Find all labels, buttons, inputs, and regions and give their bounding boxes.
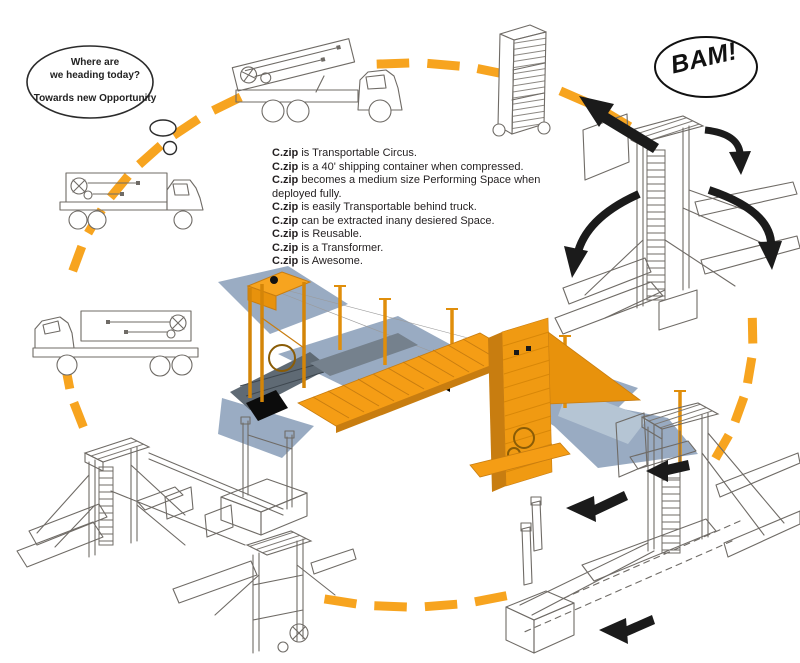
- desc-line: C.zip is Reusable.: [272, 228, 362, 240]
- platform-left: [562, 257, 652, 305]
- cycle-dash: [323, 594, 358, 609]
- description-text: C.zip is Transportable Circus. C.zip is …: [272, 147, 572, 269]
- cycle-dash: [711, 432, 733, 461]
- gear-icon: [260, 72, 272, 84]
- cycle-dash: [474, 591, 508, 607]
- black-wedge: [246, 390, 288, 421]
- extraction-tower: [640, 402, 720, 554]
- wheel-icon: [513, 427, 535, 449]
- sketch-vertical-container: [492, 24, 551, 137]
- thought-tail-bubble: [149, 119, 177, 137]
- platform-right-upper: [694, 181, 798, 217]
- cycle-dash: [374, 601, 407, 612]
- desc-line: C.zip is Transportable Circus.: [272, 147, 417, 159]
- sketch-structure-extraction: [505, 402, 800, 654]
- deployed-right-tower: [172, 530, 357, 654]
- cycle-dash: [743, 357, 757, 384]
- desc-line: C.zip is a Transformer.: [272, 241, 384, 254]
- thought-bubble-text: Where are we heading today? Towards new …: [28, 56, 162, 105]
- cycle-dash: [68, 244, 87, 273]
- desc-line: C.zip is a 40' shipping container when c…: [272, 160, 524, 173]
- billboard-panel: [615, 412, 648, 478]
- sketch-dump-truck: [231, 38, 403, 123]
- render-right-tower: [469, 317, 642, 492]
- gear-icon: [277, 641, 289, 653]
- thought-line-1: Where are: [70, 57, 120, 68]
- ground-plane: [554, 281, 664, 335]
- deployed-left-tower: [16, 437, 186, 568]
- hanging-panel: [204, 504, 234, 538]
- render-left-tower: [246, 271, 312, 402]
- slide-platform: [629, 440, 697, 470]
- desc-line: C.zip is Awesome.: [272, 255, 363, 267]
- thought-tail-dot: [162, 140, 178, 156]
- thought-line-2: we heading today?: [49, 70, 140, 81]
- desc-line: C.zip is easily Transportable behind tru…: [272, 201, 477, 213]
- cycle-dash: [747, 317, 758, 344]
- arrow-left-bottom: [620, 615, 655, 638]
- sketch-flatbed-truck-left: [32, 310, 199, 377]
- tower: [629, 115, 705, 331]
- gear-icon: [289, 623, 309, 643]
- cycle-dash: [69, 400, 88, 429]
- render-deployed-structure: [218, 266, 698, 492]
- platform-right: [723, 510, 800, 558]
- gear-icon: [169, 314, 187, 332]
- gear-icon: [70, 177, 88, 195]
- extraction-left-end: [505, 496, 575, 654]
- cycle-dash: [426, 58, 460, 71]
- track-right: [715, 452, 800, 498]
- arrow-curve-right: [707, 186, 776, 251]
- gear-icon: [166, 329, 176, 339]
- arrow-left-mid: [590, 491, 628, 516]
- cycle-dash: [136, 142, 164, 168]
- desc-line: C.zip becomes a medium size Performing S…: [272, 174, 541, 200]
- deployed-masts-box: [220, 416, 308, 536]
- arrow-curve-left: [573, 190, 641, 257]
- extraction-arrows: [566, 460, 690, 644]
- gear-icon: [240, 66, 258, 84]
- bam-bubble: [654, 36, 758, 98]
- cycle-dash: [171, 115, 201, 140]
- cycle-dash: [376, 58, 410, 69]
- arrow-up-left: [597, 110, 659, 153]
- tilted-container: [231, 38, 356, 92]
- wheel-icon: [268, 344, 296, 372]
- sketch-structure-deployed: [16, 416, 357, 654]
- cycle-dash: [424, 599, 458, 612]
- cycle-dash: [730, 395, 749, 424]
- unfold-arrows: [564, 96, 782, 278]
- wheel-icon: [537, 121, 551, 135]
- gear-icon: [83, 190, 93, 200]
- hanging-panel: [164, 486, 194, 520]
- platform-mid: [581, 518, 717, 582]
- sketch-flatbed-truck-right: [59, 172, 204, 230]
- wheel-icon: [492, 123, 506, 137]
- gray-deck-mid: [310, 333, 418, 376]
- arrow-left-small: [666, 460, 690, 475]
- thought-bubble: [26, 45, 178, 156]
- orange-ramp: [297, 332, 519, 433]
- desc-line: C.zip can be extracted inany desiered Sp…: [272, 214, 495, 227]
- thought-line-3: Towards new Opportunity: [33, 93, 157, 104]
- sketch-tower-unfolding: [554, 96, 800, 335]
